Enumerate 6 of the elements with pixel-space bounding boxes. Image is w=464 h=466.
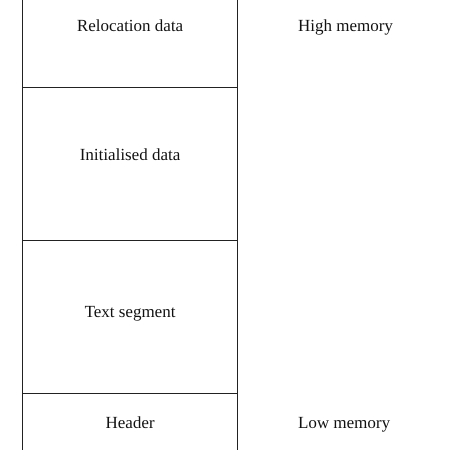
segment-label: Relocation data: [76, 16, 184, 36]
segment-label: Header: [104, 413, 156, 433]
segment-label: Text segment: [84, 302, 176, 322]
segment-label: Initialised data: [78, 145, 182, 165]
memory-address-label: Low memory: [298, 413, 390, 433]
memory-address-label: High memory: [298, 16, 393, 36]
